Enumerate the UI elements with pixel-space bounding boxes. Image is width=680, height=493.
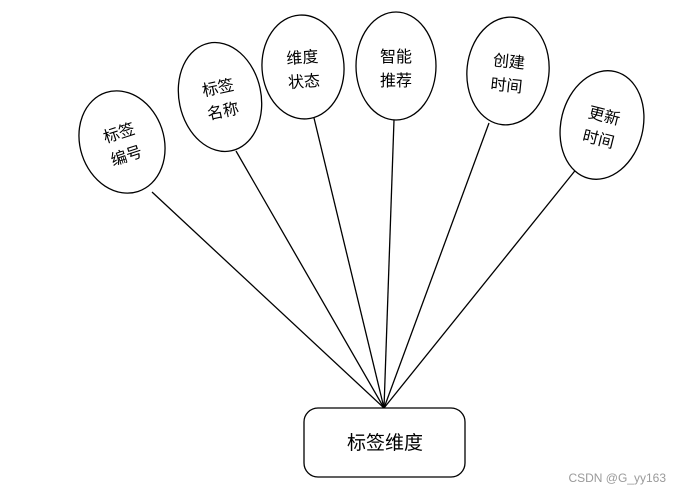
entity-box: 标签维度 xyxy=(303,407,466,478)
attribute-create-time: 创建时间 xyxy=(466,16,550,126)
attribute-ellipse xyxy=(78,90,166,194)
connector-line-tag-id xyxy=(151,191,385,409)
attribute-dimension-status: 维度状态 xyxy=(261,14,345,120)
attribute-ellipse xyxy=(177,41,263,153)
attribute-ellipse xyxy=(466,16,550,126)
entity-rect xyxy=(303,407,466,478)
connector-lines xyxy=(151,117,579,409)
attribute-tag-id: 标签编号 xyxy=(78,90,166,194)
attribute-ellipse xyxy=(261,14,345,120)
connector-line-tag-name xyxy=(235,150,385,409)
entity-label: 标签维度 xyxy=(347,432,423,454)
connector-line-create-time xyxy=(383,122,490,409)
connector-line-update-time xyxy=(383,166,579,409)
connector-line-dimension-status xyxy=(313,117,385,409)
attribute-smart-recommend: 智能推荐 xyxy=(355,11,437,121)
attribute-label: 创建时间 xyxy=(490,50,526,96)
attribute-label: 智能推荐 xyxy=(380,47,412,90)
attribute-label: 维度状态 xyxy=(286,47,321,92)
watermark: CSDN @G_yy163 xyxy=(568,471,666,485)
attribute-update-time: 更新时间 xyxy=(559,70,645,180)
attribute-ellipse xyxy=(355,11,437,121)
attribute-ellipse xyxy=(559,70,645,180)
attribute-tag-name: 标签名称 xyxy=(177,41,263,153)
connector-line-smart-recommend xyxy=(383,119,395,409)
